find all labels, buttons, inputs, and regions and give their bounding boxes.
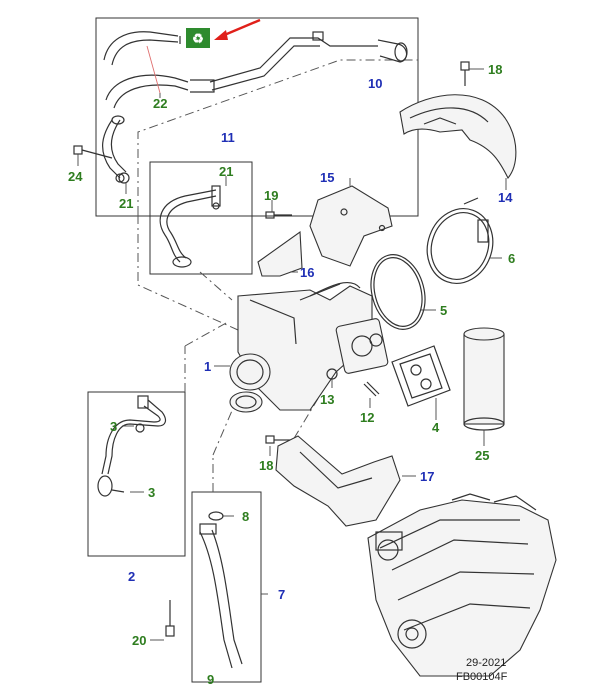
- callout-1: 1: [204, 359, 211, 374]
- callout-3-lower: 3: [148, 485, 155, 500]
- frame-pipe-group-2: [87, 391, 186, 557]
- bracket-15: [309, 185, 393, 267]
- callout-13: 13: [320, 392, 334, 407]
- gasket-4: [391, 345, 451, 407]
- callout-6: 6: [508, 251, 515, 266]
- callout-18-lower: 18: [259, 458, 273, 473]
- callout-4: 4: [432, 420, 440, 435]
- engine-block-illustration: [367, 493, 557, 677]
- stud-12: [363, 381, 380, 397]
- heat-shield-17: [275, 435, 401, 527]
- turbocharger-1: [229, 282, 389, 413]
- callout-5: 5: [440, 303, 447, 318]
- callout-18-upper: 18: [488, 62, 502, 77]
- bolt-18-lower: [265, 435, 290, 444]
- bolt-19: [265, 211, 292, 219]
- upper-coolant-hose: [103, 31, 408, 93]
- lower-coolant-hose-22: [102, 74, 189, 184]
- highlight-arrow: [214, 18, 261, 40]
- callout-7: 7: [278, 587, 285, 602]
- filter-element-25: [463, 327, 505, 431]
- callout-24: 24: [68, 169, 83, 184]
- frame-hose-group-10: [95, 17, 419, 217]
- v-clamp-6: [426, 197, 494, 284]
- callout-3-upper: 3: [110, 419, 117, 434]
- callout-9: 9: [207, 672, 214, 687]
- callout-25: 25: [475, 448, 489, 463]
- bolt-18-upper: [460, 61, 470, 86]
- callout-16: 16: [300, 265, 314, 280]
- callout-22: 22: [153, 96, 167, 111]
- bracket-16: [257, 230, 303, 277]
- callout-11: 11: [221, 130, 235, 145]
- assembly-connector-lines: [137, 59, 418, 492]
- oil-drain-tube-7: [199, 511, 243, 669]
- frame-pipe-group-11: [149, 161, 253, 275]
- callout-21-pipe: 21: [219, 164, 233, 179]
- callout-17: 17: [420, 469, 434, 484]
- recycle-icon: ♻: [192, 31, 204, 46]
- callout-labels: 10 22 18 11 24 21 21 15 14 19 6 16 5 1 1…: [68, 62, 515, 687]
- callout-12: 12: [360, 410, 374, 425]
- recycle-badge: ♻: [186, 28, 210, 48]
- bolt-20: [165, 600, 175, 637]
- callout-14: 14: [498, 190, 513, 205]
- callout-10: 10: [368, 76, 382, 91]
- heat-shield-14: [399, 94, 517, 179]
- callout-20: 20: [132, 633, 146, 648]
- callout-8: 8: [242, 509, 249, 524]
- callout-15: 15: [320, 170, 334, 185]
- oil-feed-pipe-2: [97, 395, 167, 497]
- coolant-pipe-11: [159, 185, 221, 268]
- callout-2: 2: [128, 569, 135, 584]
- reference-date: 29-2021: [466, 657, 506, 669]
- callout-21-clamp: 21: [119, 196, 133, 211]
- frame-pipe-group-7: [191, 491, 262, 683]
- gasket-ring-5: [370, 254, 426, 330]
- reference-code: FB00104F: [456, 671, 508, 683]
- callout-19: 19: [264, 188, 278, 203]
